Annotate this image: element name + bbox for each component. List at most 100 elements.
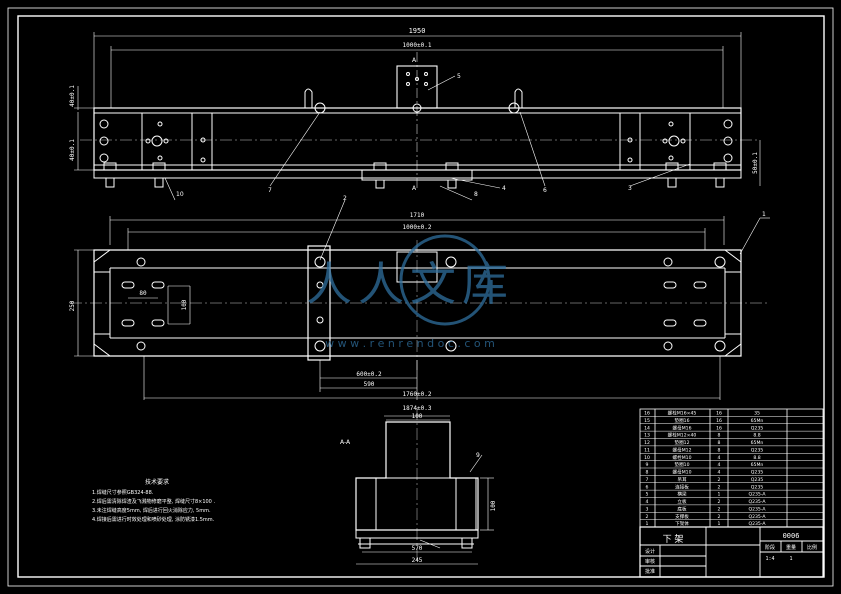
dim-left-1: 40±0.1 [69,85,76,107]
dim-plan-height: 250 [69,300,76,311]
dim-bot-a: 600±0.2 [356,371,382,378]
sheet-frame [7,7,834,587]
dim-left-2: 40±0.1 [69,139,76,161]
parts-cell-name: 吊耳 [677,477,687,483]
parts-cell-mat: Q235-A [748,499,766,505]
parts-cell-name: 螺栓M12×40 [668,432,697,439]
parts-cell-no: 8 [646,470,649,476]
label-n9: 9 [476,452,480,459]
parts-cell-mat: 8.8 [753,433,760,439]
section-a-a [355,408,494,565]
title-block-text: 下 架 0006 阶段 重量 比例 1:4 1 设计 审核 批准 [645,532,817,575]
section-title: A-A [340,439,351,446]
dimension-text: 1950 1000±0.1 1710 1000±0.2 250 80 100 6… [69,27,759,564]
parts-cell-no: 5 [646,492,649,498]
front-view-bolts [103,162,727,189]
label-n6: 6 [543,187,547,194]
dim-plan-overall: 1710 [410,212,425,219]
drawing-code: 0006 [783,532,800,540]
parts-cell-mat: Q235 [751,470,763,476]
dim-sec-w2: 245 [412,557,423,564]
tech-req-line-3: 3.未注焊缝高度5mm, 焊后进行回火消除应力, 5mm. [92,507,211,514]
parts-cell-no: 10 [644,455,650,461]
parts-cell-mat: Q235-A [748,506,766,512]
parts-cell-qty: 16 [716,425,722,431]
parts-cell-no: 14 [644,425,650,431]
parts-cell-name: 连接板 [675,483,689,490]
parts-cell-name: 螺母M16 [673,424,692,431]
parts-cell-mat: 35 [754,411,760,417]
parts-cell-qty: 2 [718,499,721,505]
tb-stage-header: 阶段 [765,544,775,551]
tech-req-title: 技术要求 [145,478,169,486]
parts-cell-name: 下架体 [675,520,689,527]
parts-cell-qty: 2 [718,477,721,483]
parts-cell-no: 3 [646,506,649,512]
parts-cell-no: 6 [646,484,649,490]
dim-sec-w1: 570 [412,545,423,552]
parts-cell-name: 垫圈10 [674,461,689,468]
parts-cell-qty: 2 [718,514,721,520]
dim-hole-y: 100 [181,299,188,310]
label-n4: 4 [502,185,506,192]
tb-weight-header: 重量 [786,544,796,551]
parts-cell-qty: 2 [718,484,721,490]
parts-cell-qty: 8 [718,447,721,453]
front-view-holes [99,72,733,163]
dim-sec-height: 100 [490,500,497,511]
parts-cell-mat: Q235 [751,425,763,431]
parts-cell-no: 1 [646,521,649,527]
parts-cell-mat: 8.8 [753,455,760,461]
label-n5: 5 [457,73,461,80]
parts-cell-mat: Q235 [751,447,763,453]
tb-scale-header: 比例 [807,544,817,551]
technical-requirements: 技术要求 1.焊缝尺寸参照GB324-88. 2.焊后需清除焊渣及飞溅物修磨平整… [92,478,215,523]
parts-cell-no: 16 [644,411,650,417]
tech-req-line-4: 4.焊接后需进行时效处理和喷砂处理, 涂防锈漆1.5mm. [92,516,215,523]
front-view [74,32,761,201]
drawing-title: 下 架 [663,534,684,545]
parts-cell-no: 13 [644,433,650,439]
parts-cell-qty: 1 [718,521,721,527]
parts-cell-qty: 16 [716,411,722,417]
dim-hole-x: 80 [139,290,147,297]
parts-cell-qty: 8 [718,433,721,439]
title-block [639,526,824,578]
dim-plan-inner: 1000±0.2 [403,224,432,231]
label-n3: 3 [628,185,632,192]
parts-cell-no: 9 [646,462,649,468]
plan-view-holes [121,256,726,352]
tb-qty-value: 1 [789,556,792,562]
parts-cell-name: 螺栓M16×45 [668,410,697,417]
parts-cell-qty: 4 [718,462,721,468]
parts-cell-qty: 2 [718,506,721,512]
dim-top-overall: 1950 [409,27,426,35]
parts-cell-mat: 65Mn [751,418,764,424]
dim-sec-top2: 100 [412,413,423,420]
label-n2: 2 [343,195,347,202]
watermark-text: 人人文库 [306,257,514,311]
tech-req-line-2: 2.焊后需清除焊渣及飞溅物修磨平整, 焊缝尺寸8×100 . [92,498,215,505]
parts-cell-mat: Q235-A [748,492,766,498]
parts-cell-name: 底板 [677,505,687,512]
parts-cell-mat: Q235 [751,484,763,490]
tech-req-line-1: 1.焊缝尺寸参照GB324-88. [92,489,154,496]
plan-view [70,199,770,400]
parts-cell-name: 垫圈16 [674,417,689,424]
label-a-bottom: A [412,185,417,192]
dim-bot-c: 1760±0.2 [403,391,432,398]
parts-cell-no: 7 [646,477,649,483]
parts-cell-mat: Q235-A [748,521,766,527]
parts-cell-name: 支撑板 [675,513,689,520]
parts-cell-no: 12 [644,440,650,446]
parts-cell-name: 螺母M10 [673,469,692,476]
parts-cell-no: 2 [646,514,649,520]
parts-cell-qty: 4 [718,455,721,461]
parts-cell-no: 15 [644,418,650,424]
parts-cell-qty: 4 [718,470,721,476]
watermark-url: w w w . r e n r e n d o c . c o m [325,337,495,350]
parts-cell-qty: 16 [716,418,722,424]
parts-cell-mat: 65Mn [751,440,764,446]
